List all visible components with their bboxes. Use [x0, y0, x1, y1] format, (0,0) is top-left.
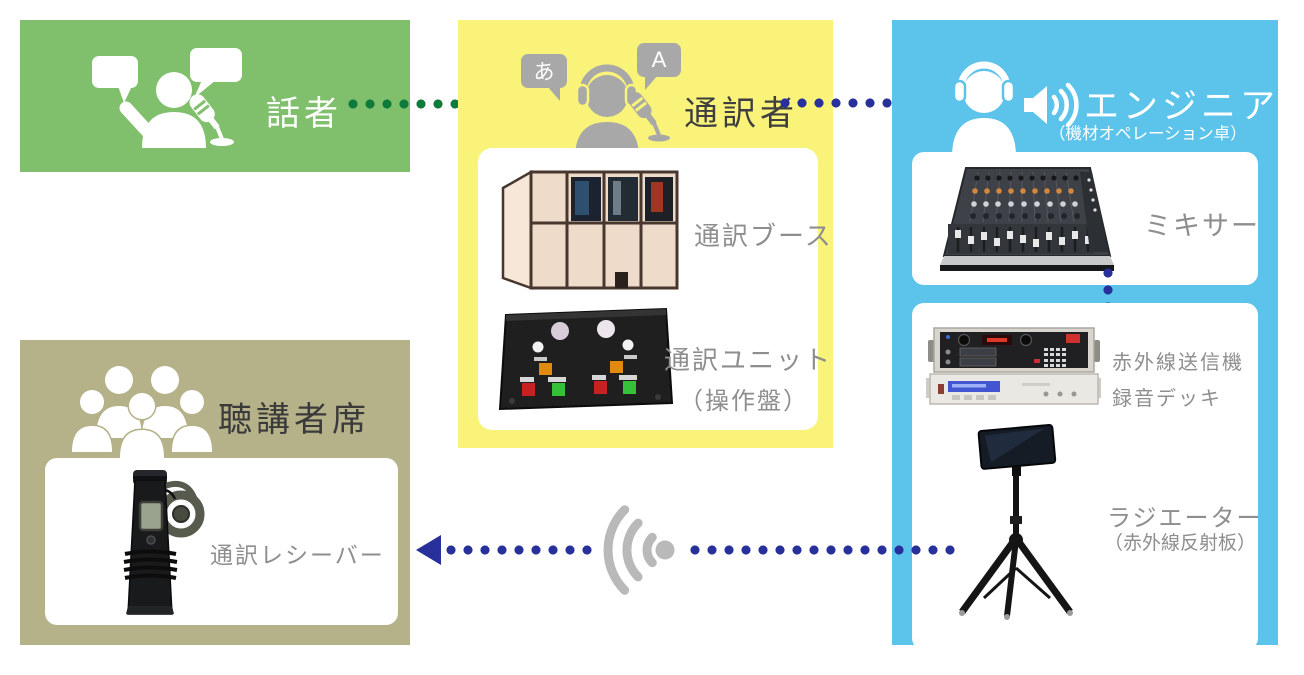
transmitter-photo — [928, 327, 1100, 373]
source-language-text: あ — [533, 61, 555, 84]
flow-arrow-radiator-segment — [690, 545, 958, 555]
mixer-label: ミキサー — [1144, 211, 1260, 241]
deck-label: 録音デッキ — [1112, 388, 1222, 410]
audience-zone: 聴講者席 通訳レシーバー — [20, 340, 410, 645]
audience-label: 聴講者席 — [218, 401, 370, 439]
speaker-icon — [92, 48, 242, 148]
receiver-label: 通訳レシーバー — [210, 542, 385, 568]
transmitter-label: 赤外線送信機 — [1112, 352, 1244, 374]
engineer-icon — [952, 61, 1079, 157]
interpreter-unit-label-line2: （操作盤） — [679, 388, 809, 415]
wireless-signal-icon — [603, 505, 675, 595]
radiator-photo — [959, 424, 1073, 620]
flow-arrow-speaker-to-interpreter — [348, 99, 500, 109]
engineer-zone: エンジニア （機材オペレーション卓） — [892, 20, 1280, 650]
interpreter-zone: あ A 通訳 — [458, 20, 833, 448]
flow-arrow-mixer-to-transmitter — [1103, 268, 1113, 318]
target-language-bubble: A — [637, 43, 681, 90]
transmitter-and-deck-photo — [926, 327, 1101, 405]
booth-photo — [501, 169, 679, 290]
flow-arrowhead-radiator-to-receiver — [416, 535, 441, 565]
interpreter-unit-photo — [498, 307, 673, 411]
flow-arrow-interpreter-to-engineer — [780, 98, 914, 108]
receiver-photo — [123, 470, 205, 615]
interpreter-unit-label-line1: 通訳ユニット — [664, 345, 833, 375]
engineer-label: エンジニア — [1084, 87, 1280, 126]
target-language-text: A — [651, 47, 667, 72]
speaker-label: 話者 — [266, 95, 342, 133]
booth-label: 通訳ブース — [694, 221, 833, 251]
receiver-card — [45, 458, 398, 625]
source-language-bubble: あ — [521, 54, 567, 101]
interpreter-icon — [575, 64, 670, 158]
radiator-label: ラジエーター — [1107, 505, 1263, 532]
engineer-sublabel: （機材オペレーション卓） — [1049, 125, 1247, 143]
interpreter-label: 通訳者 — [684, 95, 798, 133]
audience-icon — [70, 364, 214, 458]
flow-arrow-receiver-segment — [446, 545, 596, 555]
speaker-zone: 話者 — [20, 20, 410, 172]
deck-photo — [926, 373, 1101, 405]
radiator-sublabel: （赤外線反射板） — [1104, 533, 1257, 554]
mixer-photo — [940, 167, 1114, 271]
interpreter-unit-label: 通訳ユニット （操作盤） — [664, 340, 833, 416]
loudspeaker-icon — [1024, 82, 1079, 128]
